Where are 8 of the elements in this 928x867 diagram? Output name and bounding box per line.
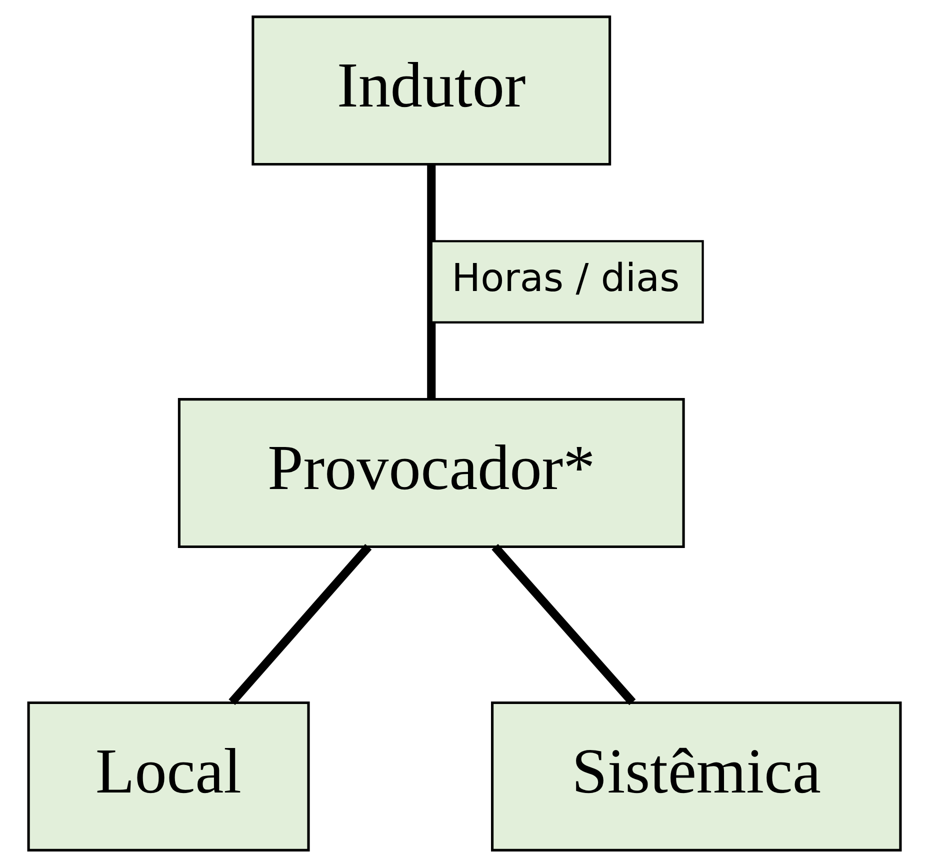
connector — [491, 544, 636, 706]
edge-label: Horas / dias — [451, 256, 680, 302]
connector — [228, 544, 372, 706]
connector — [426, 164, 436, 400]
node-box: Sistêmica — [490, 701, 902, 852]
node-box: Indutor — [251, 16, 611, 166]
node-box: Provocador* — [177, 398, 684, 548]
node-box: Local — [26, 701, 310, 852]
